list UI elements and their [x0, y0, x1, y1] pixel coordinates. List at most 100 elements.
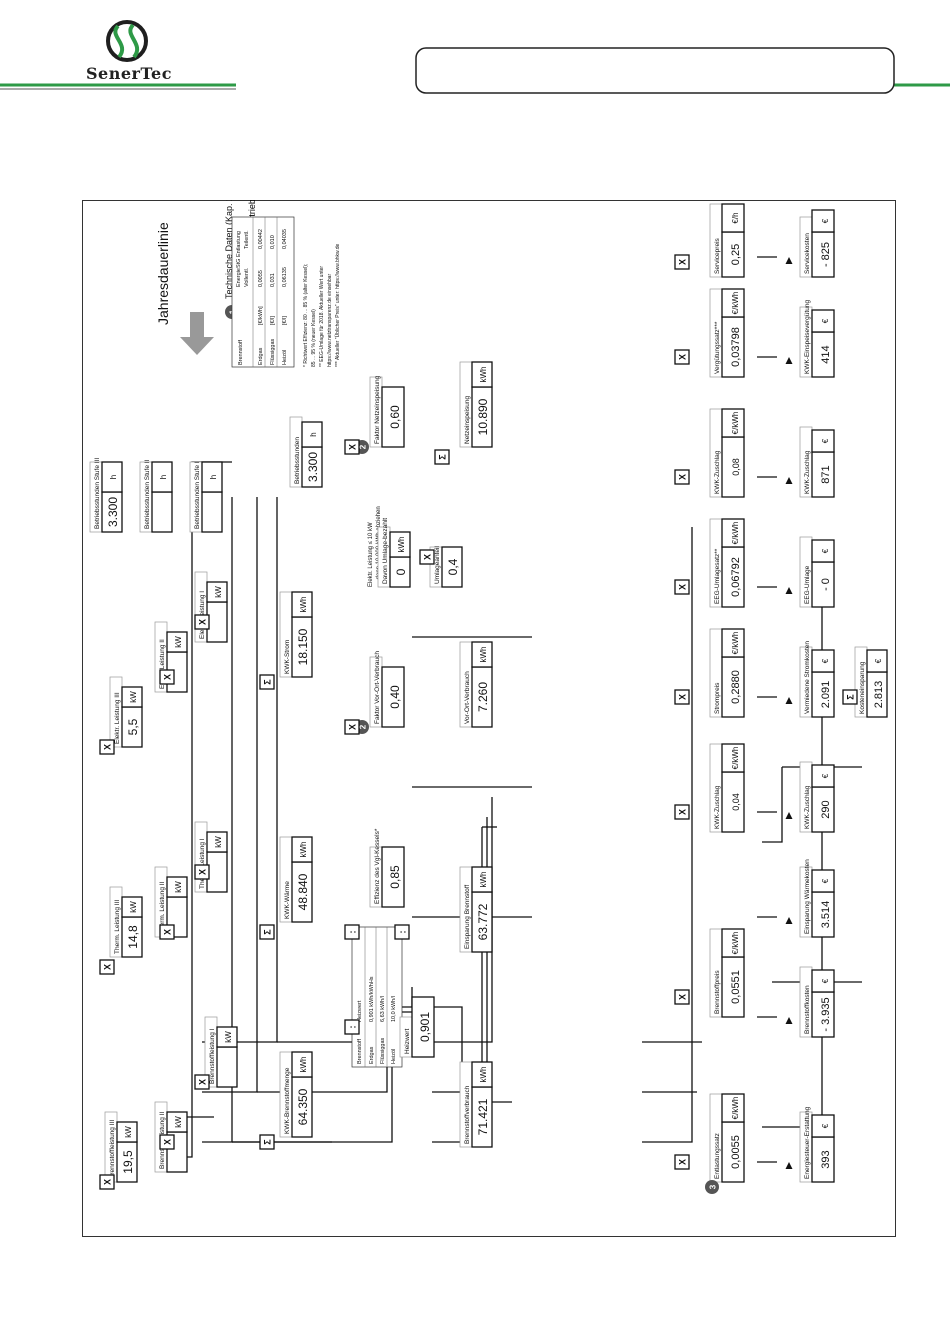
fuel-power-1-mul: X: [194, 1074, 210, 1090]
operator-frame: [194, 864, 210, 880]
operator-frame: [842, 689, 858, 705]
operator-symbol: X: [348, 724, 358, 730]
operator-symbol: X: [678, 354, 688, 360]
relief-rate-value: 0,0055: [730, 1135, 742, 1169]
operator-symbol: X: [678, 694, 688, 700]
arrowhead: [785, 812, 793, 819]
arrowheads: [785, 257, 793, 1169]
grid-factor-value-cell: [381, 386, 405, 448]
fuel-table-row-full: 0,06135: [282, 267, 288, 287]
fuel-table-row-part: 0,00442: [258, 229, 264, 249]
badge-number: 2: [359, 444, 368, 449]
kwk-heat-unit: kWh: [299, 842, 308, 858]
total-cost-savings-unit-cell: [866, 649, 888, 673]
operator-frame: [344, 1019, 360, 1035]
badge-number: 3: [709, 1184, 718, 1189]
elec-note-1: Elektr. Leistung ≤ 10 kW: [368, 522, 374, 587]
rate-mul: X: [674, 349, 690, 365]
therm-power-2-unit-cell: [166, 876, 188, 898]
boiler-efficiency-label: Effizienz des Vgl-Kessels*: [374, 828, 381, 904]
total-cost-savings-value: 2.813: [873, 681, 885, 709]
operator-symbol: X: [163, 1139, 173, 1145]
rate-mul: X: [674, 989, 690, 1005]
arrowhead: [785, 587, 793, 594]
feed-in-remuneration-label: KWK-Einspeisevergütung: [804, 300, 811, 374]
elec-power-2-label: Elektr. Leistung II: [159, 639, 166, 689]
legend-1-text: Technische Daten (Kap. 2.2): [224, 200, 234, 299]
total-cost-savings-unit: €: [874, 658, 883, 663]
operator-symbol: X: [103, 1179, 113, 1185]
relief-rate-unit-cell: [721, 1093, 745, 1123]
eeg-rate-unit-cell: [721, 518, 745, 548]
diagram-canvas: Jahresdauerlinie1Technische Daten (Kap. …: [82, 200, 896, 1237]
therm-power-3-mul: X: [99, 959, 115, 975]
badge-circle: [705, 1180, 719, 1194]
elec-power-1-unit-cell: [206, 581, 228, 603]
operator-frame: [259, 674, 275, 690]
operator-symbol: X: [163, 674, 173, 680]
operator-symbol: X: [198, 619, 208, 625]
heating-table-header-fuel: Brennstoff: [357, 1039, 363, 1064]
elec-power-3-unit: kW: [129, 691, 138, 703]
elec-sum: Σ: [259, 674, 275, 690]
heat-cost-savings-unit: €: [821, 878, 830, 883]
fuel-sum: Σ: [259, 1134, 275, 1150]
operator-frame: [674, 989, 690, 1005]
header-graphics: [0, 20, 950, 94]
onsite-consumption-label: Vor-Ort-Verbrauch: [464, 671, 471, 724]
div-efficiency-1: :: [344, 924, 360, 940]
operator-frame: [674, 469, 690, 485]
fuel-table-header-tax: EnergieStG Entlastung: [236, 231, 242, 287]
fuel-table-note: *** Aktueller "Üblicher Preis" unter: ht…: [334, 243, 341, 367]
service-costs-label: Servicekosten: [804, 233, 811, 274]
feed-in-tariff-unit-cell: [721, 288, 745, 318]
operator-frame: [344, 719, 360, 735]
onsite-mul: X: [344, 719, 360, 735]
grid-feed-value: 10.890: [476, 398, 490, 435]
operating-hours-value: 3.300: [306, 452, 320, 482]
chp-surcharge-1-unit: €/kWh: [731, 747, 740, 770]
fuel-table-header-part: Teilentl.: [244, 230, 250, 249]
arrow-down-icon: [180, 312, 214, 355]
relief-rate-label: Entlastungssatz: [714, 1133, 721, 1179]
elec-power-2-unit-cell: [166, 631, 188, 653]
therm-power-1-unit-cell: [206, 831, 228, 853]
arrowhead: [785, 697, 793, 704]
energy-tax-refund-unit-cell: [811, 1114, 835, 1138]
avoided-power-costs-value: 2.091: [820, 681, 832, 709]
chp-surcharge-1-unit-cell: [721, 743, 745, 773]
fuel-power-1-value-cell: [216, 1046, 238, 1088]
arrowhead: [785, 257, 793, 264]
operator-symbol: Σ: [263, 1139, 273, 1145]
operator-frame: [434, 449, 450, 465]
therm-power-1-label: Therm. Leistung I: [199, 838, 206, 889]
levy-share-value: 0,4: [446, 558, 460, 575]
therm-power-3-label: Therm. Leistung III: [114, 900, 121, 954]
operator-symbol: X: [678, 1159, 688, 1165]
service-costs-unit-cell: [811, 209, 835, 233]
chp-surcharge-1-eur-value: 290: [820, 800, 832, 818]
grid-factor-label: Faktor Netzeinspeisung: [374, 375, 381, 444]
heating-value-label: Heizwert: [404, 1029, 411, 1054]
elec-power-1-mul: X: [194, 614, 210, 630]
operator-symbol: Σ: [438, 454, 448, 460]
fuel-savings-label: Einsparung Brennstoff: [464, 885, 471, 949]
heating-table-row-value: 6,63 kWh/l: [380, 996, 386, 1022]
therm-power-3-value: 14,8: [126, 925, 140, 949]
operator-symbol: X: [103, 744, 113, 750]
flow-diagram: Jahresdauerlinie1Technische Daten (Kap. …: [89, 200, 888, 1194]
feed-in-tariff-label: Vergütungssatz***: [714, 321, 721, 374]
feed-in-tariff: Vergütungssatz***0,03798€/kWh: [709, 288, 745, 378]
chp-surcharge-1-value: 0,04: [731, 793, 741, 811]
